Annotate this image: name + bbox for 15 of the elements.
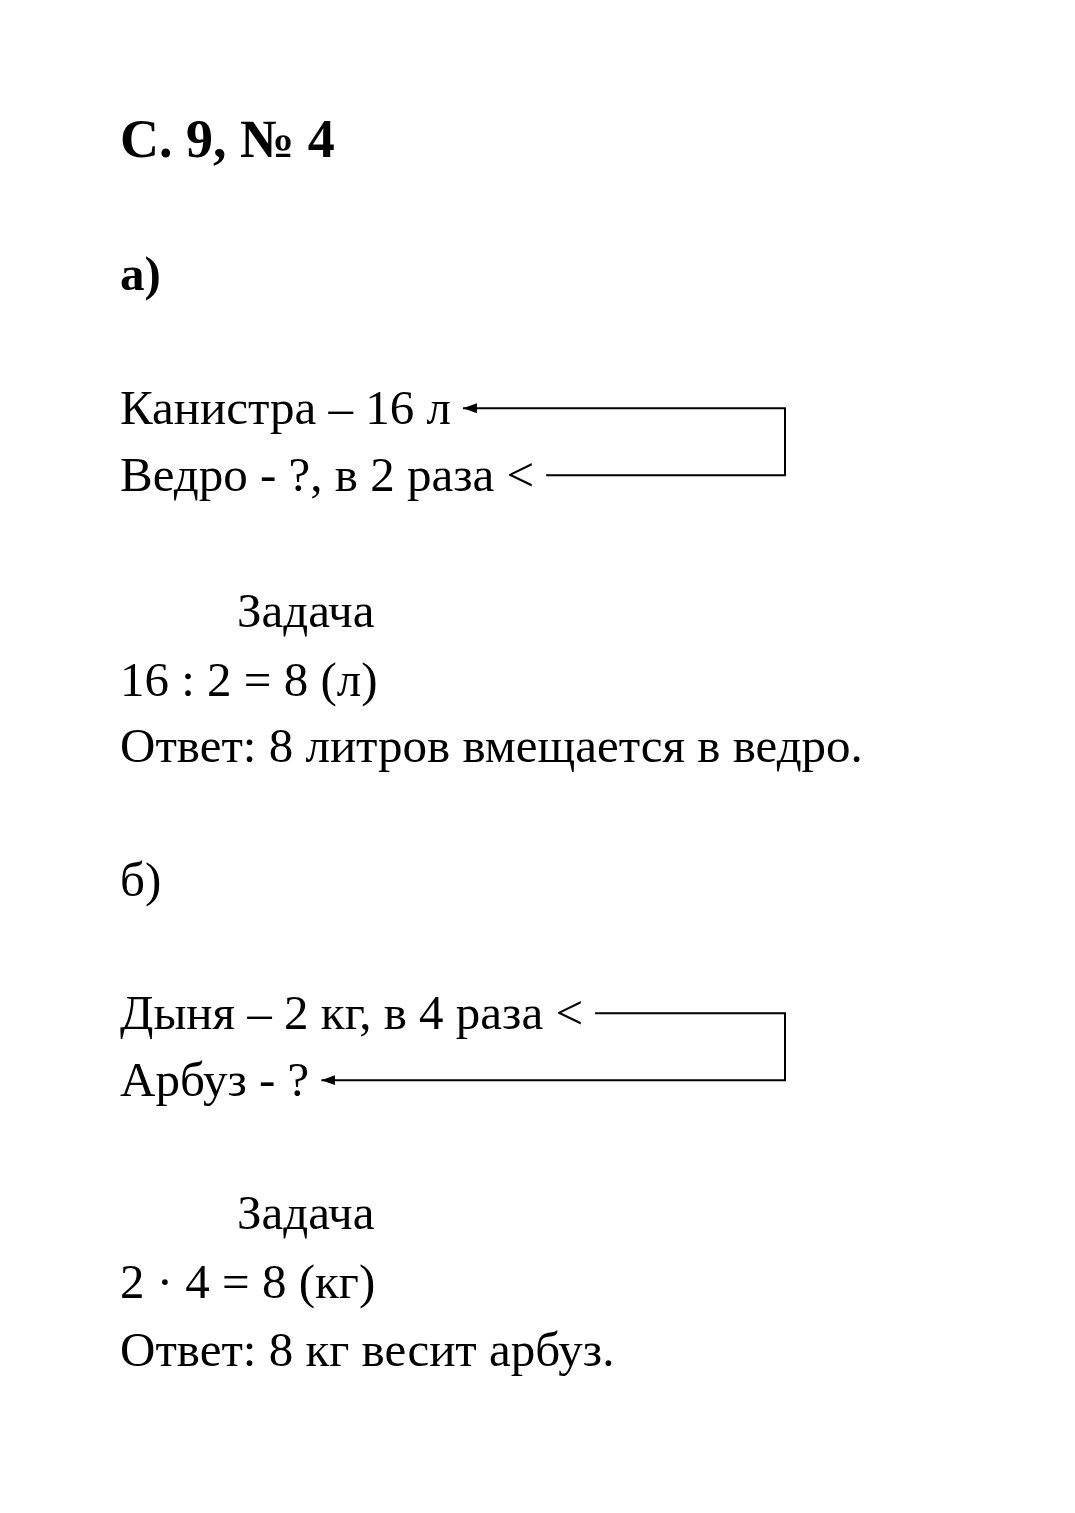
equation: 16 : 2 = 8 (л) <box>120 652 378 709</box>
heading: Задача <box>237 1185 375 1242</box>
problem-statement: Арбуз - ? <box>120 1052 310 1109</box>
problem-statement: Дыня – 2 кг, в 4 раза < <box>120 985 584 1042</box>
problem-statement: Канистра – 16 л <box>120 380 451 437</box>
part-label: б) <box>120 852 162 909</box>
arrow <box>461 403 786 477</box>
problem-statement: Ведро - ?, в 2 раза < <box>120 447 535 504</box>
title: С. 9, № 4 <box>120 108 335 171</box>
part-label: а) <box>120 246 161 303</box>
answer: Ответ: 8 кг весит арбуз. <box>120 1322 615 1379</box>
equation: 2 · 4 = 8 (кг) <box>120 1254 376 1311</box>
heading: Задача <box>237 583 375 640</box>
arrow <box>320 1012 786 1086</box>
answer: Ответ: 8 литров вмещается в ведро. <box>120 718 863 775</box>
